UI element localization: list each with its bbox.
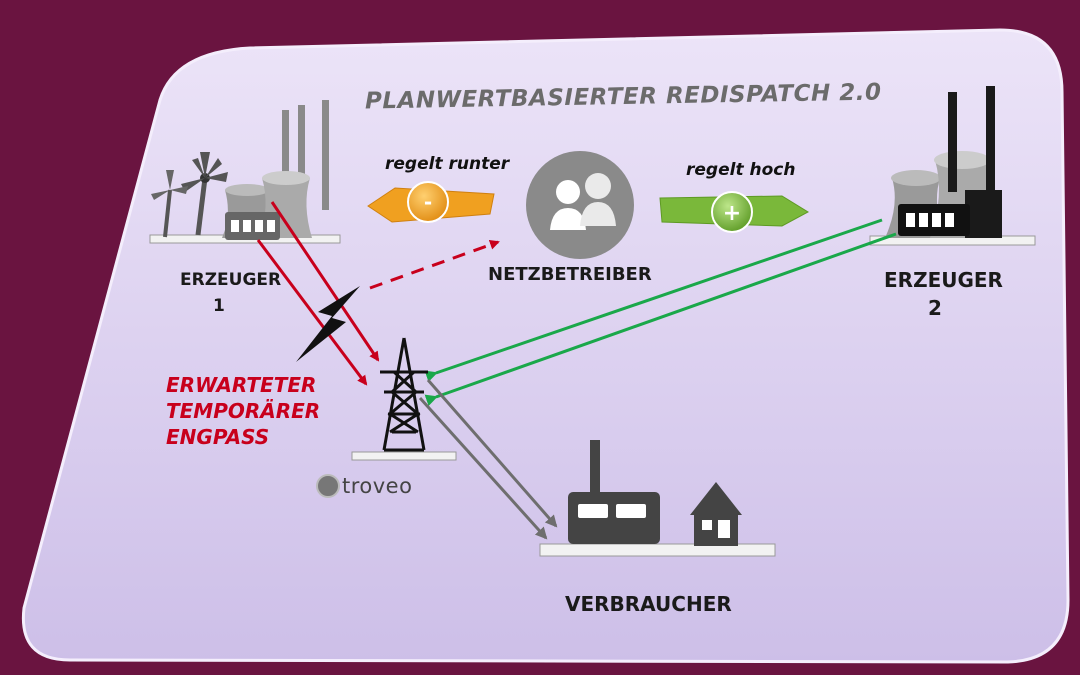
wind-turbine-icon bbox=[151, 152, 228, 238]
troveo-logo-text: troveo bbox=[342, 474, 413, 498]
producer-1-illustration bbox=[149, 100, 341, 244]
flow-arrow-p1-b bbox=[256, 239, 368, 386]
consumer-illustration bbox=[539, 440, 776, 557]
up-action-caption: regelt hoch bbox=[686, 160, 796, 180]
producer-1-label: ERZEUGER bbox=[180, 270, 282, 290]
diagram-card bbox=[21, 28, 1070, 664]
minus-icon bbox=[407, 181, 449, 223]
producer-2-number: 2 bbox=[928, 296, 942, 320]
producer-2-label: ERZEUGER bbox=[884, 268, 1003, 292]
congestion-line-1: ERWARTETER bbox=[166, 373, 317, 397]
report-arrow bbox=[369, 240, 500, 290]
up-action-badge: + bbox=[659, 191, 810, 233]
plus-icon bbox=[711, 191, 753, 233]
house-icon bbox=[690, 482, 742, 546]
flow-arrow-p2-b bbox=[424, 232, 897, 406]
factory-icon bbox=[568, 440, 660, 544]
users-icon bbox=[526, 151, 634, 259]
consumer-label: VERBRAUCHER bbox=[565, 592, 732, 616]
producer-1-number: 1 bbox=[213, 296, 225, 316]
troveo-logo-icon bbox=[316, 474, 340, 498]
ground-strip-3 bbox=[539, 543, 776, 557]
operator-label: NETZBETREIBER bbox=[488, 264, 652, 285]
flow-arrow-consumer-b bbox=[418, 396, 548, 540]
power-plant-icon bbox=[222, 100, 329, 240]
pylon-base bbox=[351, 451, 457, 461]
lightning-icon bbox=[296, 286, 360, 362]
down-action-badge: - bbox=[367, 181, 495, 223]
congestion-line-3: ENGPASS bbox=[166, 425, 270, 449]
plus-symbol: + bbox=[723, 201, 741, 226]
flow-arrow-p1-a bbox=[270, 201, 380, 362]
minus-symbol: - bbox=[424, 190, 432, 214]
flow-arrow-p2-a bbox=[424, 218, 883, 382]
flow-arrow-consumer-a bbox=[426, 379, 558, 528]
pylon-icon bbox=[380, 337, 428, 452]
congestion-line-2: TEMPORÄRER bbox=[166, 399, 321, 423]
congestion-warning: ERWARTETER TEMPORÄRER ENGPASS bbox=[166, 372, 326, 450]
down-action-caption: regelt runter bbox=[385, 154, 510, 174]
power-plant-icon bbox=[885, 86, 1002, 238]
producer-2-illustration bbox=[869, 86, 1036, 246]
